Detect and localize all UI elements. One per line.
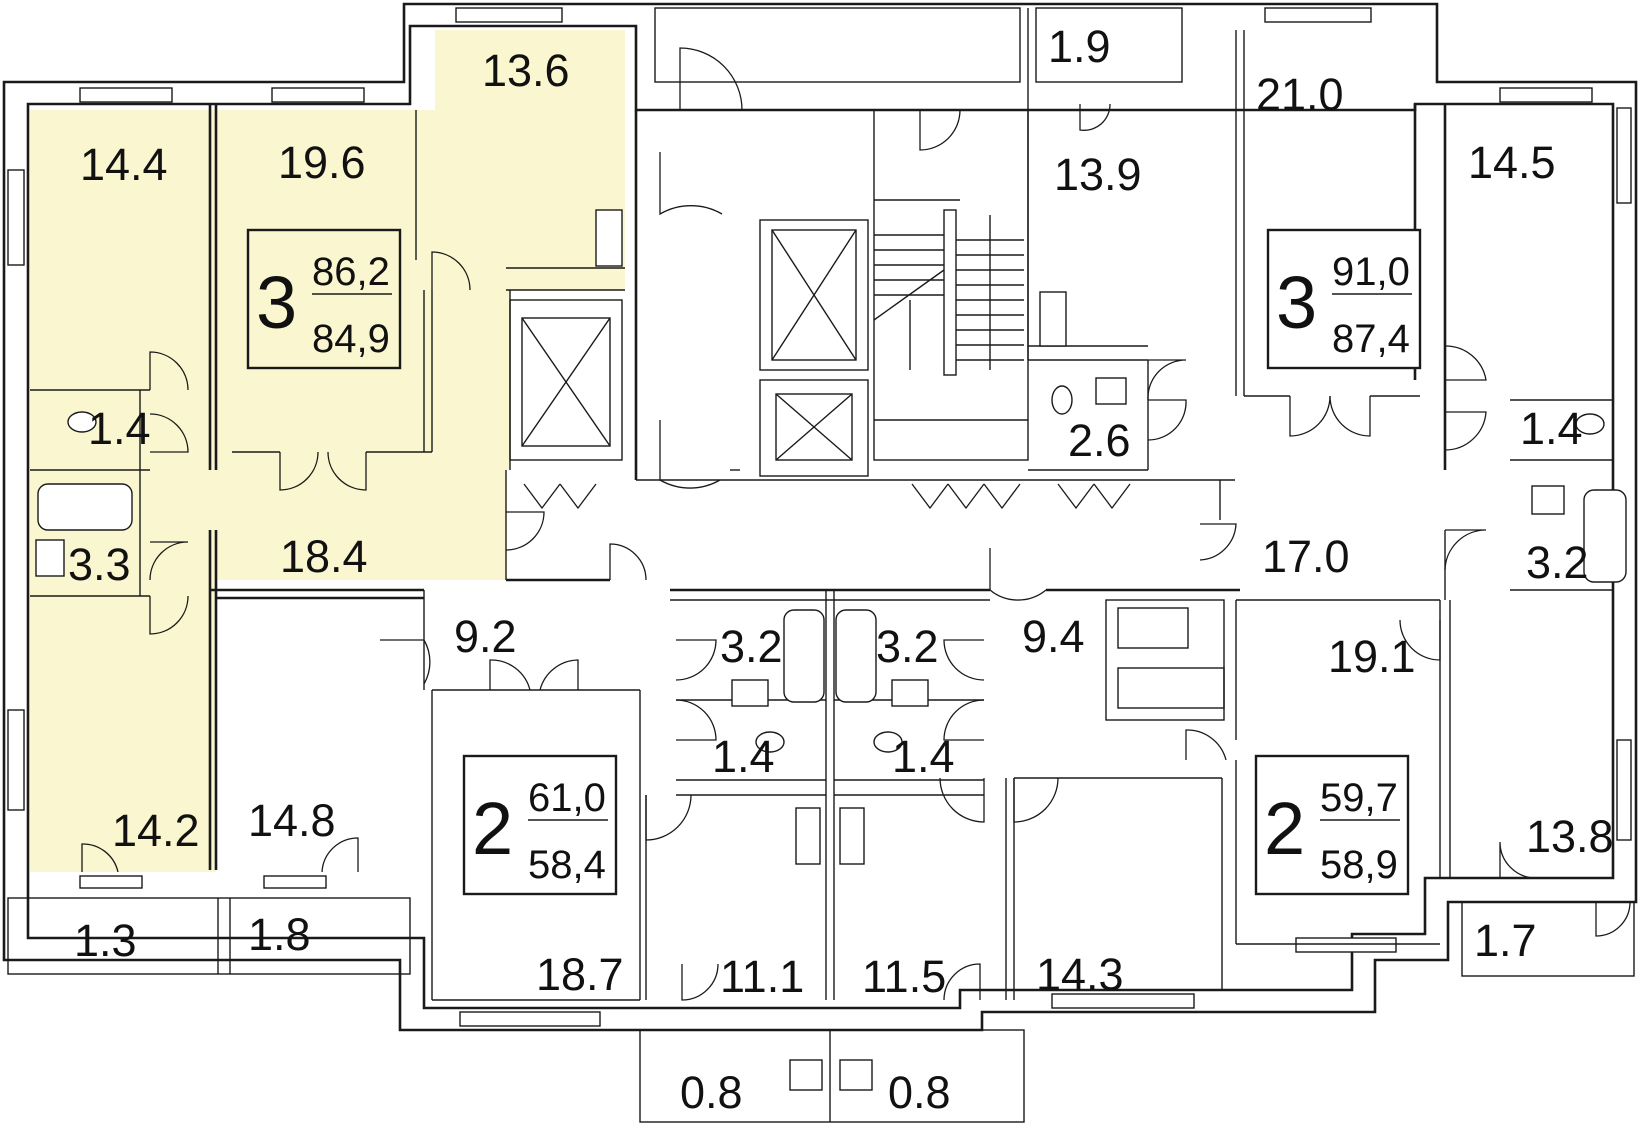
room-area: 0.8 (680, 1067, 743, 1118)
room-area: 9.2 (454, 611, 517, 662)
room-area-labels: 13.6 1.9 21.0 14.4 19.6 13.9 14.5 1.4 2.… (68, 21, 1614, 1118)
room-area: 21.0 (1256, 69, 1344, 120)
top-loggias (654, 7, 1183, 104)
elevator-door-marks (523, 483, 1131, 510)
room-area: 13.8 (1526, 811, 1614, 862)
apartment-tag-1[interactable]: 3 86,2 84,9 (246, 228, 402, 370)
room-area: 11.1 (720, 951, 804, 1002)
apartment-total-area: 86,2 (312, 250, 390, 294)
room-area: 1.8 (248, 909, 311, 960)
room-area: 14.8 (248, 795, 336, 846)
room-area: 3.2 (720, 621, 783, 672)
room-area: 14.2 (112, 805, 200, 856)
bottom-balconies (7, 897, 1635, 1123)
central-core (509, 109, 1235, 520)
room-area: 17.0 (1262, 531, 1350, 582)
highlight-fill (416, 30, 625, 580)
apartment-total-area: 91,0 (1332, 250, 1410, 294)
apartment-rooms-count: 3 (1276, 261, 1317, 344)
room-area: 3.3 (68, 539, 131, 590)
apartment-total-area: 59,7 (1320, 776, 1398, 820)
room-area: 3.2 (876, 621, 939, 672)
room-area: 18.7 (536, 949, 624, 1000)
doors (81, 47, 1631, 1001)
apartment-tag-2[interactable]: 3 91,0 87,4 (1266, 228, 1422, 370)
room-area: 18.4 (280, 531, 368, 582)
highlighted-apartment[interactable] (30, 30, 625, 872)
room-area: 14.3 (1036, 949, 1124, 1000)
room-area: 14.5 (1468, 137, 1556, 188)
apartment-living-area: 87,4 (1332, 317, 1410, 361)
apartment-living-area: 84,9 (312, 317, 390, 361)
room-area: 13.6 (482, 45, 570, 96)
apartment-rooms-count: 2 (472, 787, 513, 870)
apartment-tag-4[interactable]: 2 59,7 58,9 (1254, 754, 1410, 896)
room-area: 1.7 (1474, 915, 1537, 966)
room-area: 3.2 (1526, 537, 1589, 588)
apartment-living-area: 58,4 (528, 843, 606, 887)
room-area: 1.4 (712, 731, 775, 782)
room-area: 9.4 (1022, 611, 1085, 662)
room-area: 2.6 (1068, 415, 1131, 466)
windows (7, 7, 1632, 1027)
exterior-walls (2, 2, 1638, 1032)
room-area: 13.9 (1054, 149, 1142, 200)
room-area: 1.4 (88, 403, 151, 454)
interior-walls-left (30, 104, 641, 1001)
room-area: 14.4 (80, 139, 168, 190)
room-area: 11.5 (862, 951, 946, 1002)
room-area: 1.4 (1520, 403, 1583, 454)
room-area: 1.4 (892, 731, 955, 782)
room-area: 1.3 (74, 915, 137, 966)
apartment-total-area: 61,0 (528, 776, 606, 820)
fixtures (35, 209, 1627, 865)
apartment-living-area: 58,9 (1320, 843, 1398, 887)
apartment-tag-3[interactable]: 2 61,0 58,4 (462, 754, 618, 896)
room-area: 0.8 (888, 1067, 951, 1118)
highlight-fill (216, 110, 416, 580)
room-area: 1.9 (1048, 21, 1111, 72)
room-area: 19.6 (278, 137, 366, 188)
apartment-rooms-count: 2 (1264, 787, 1305, 870)
room-area: 19.1 (1328, 631, 1416, 682)
apartment-rooms-count: 3 (256, 261, 297, 344)
